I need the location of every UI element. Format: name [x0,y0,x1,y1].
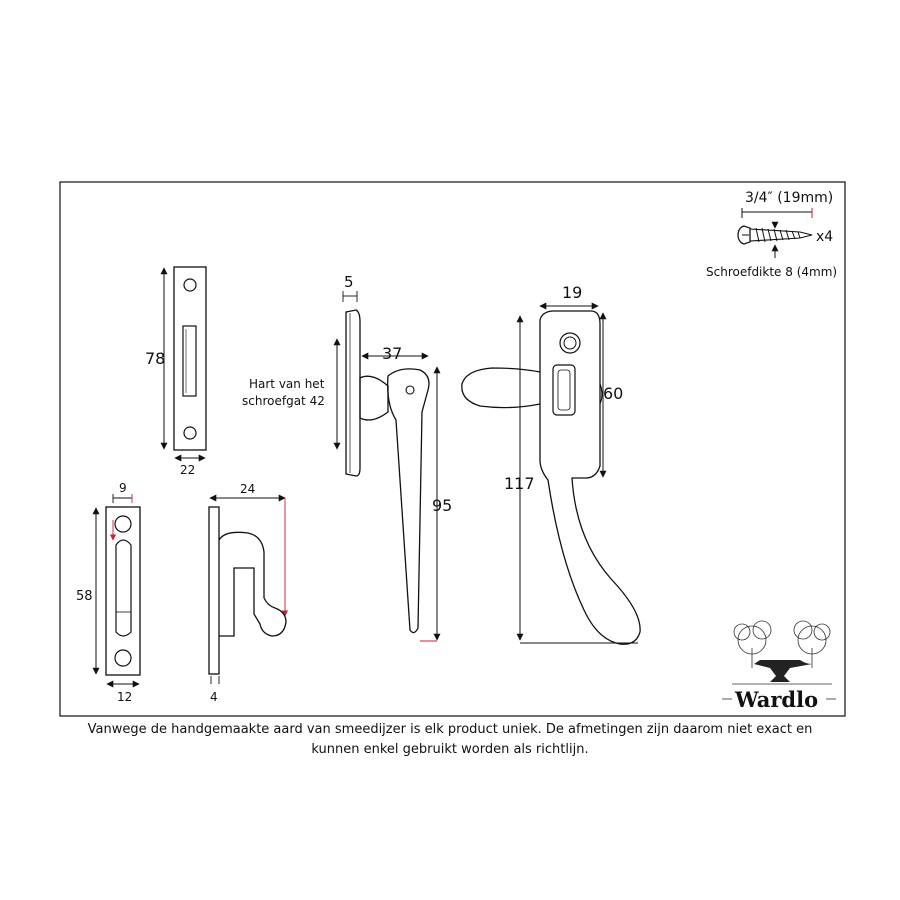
handle-projection-label: 37 [382,344,402,363]
brand-logo: Wardlo [722,620,836,712]
handle-front-figure: 19 60 117 [461,283,641,645]
hook-keep-thickness-label: 4 [210,690,218,704]
screw-hole-label-line1: Hart van het [249,377,325,391]
mortice-plate-figure: 9 58 12 [76,481,141,704]
brand-name: Wardlo [734,687,818,712]
hook-keep-projection-label: 24 [240,482,255,496]
handle-plate-height-label: 60 [603,384,623,403]
handle-width-label: 19 [562,283,582,302]
screw-figure: 3/4″ (19mm) x4 Schroefdikte 8 (4mm) [706,190,837,279]
handle-plate-thickness-label: 5 [344,273,354,291]
handle-side-figure: 5 37 Hart van het schroefgat 42 95 [242,273,452,642]
screw-icon [737,225,751,245]
mortice-plate-width-label: 12 [117,690,132,704]
striker-plate-height-label: 78 [145,349,165,368]
screw-hole-label-line2: schroefgat 42 [242,394,325,408]
hook-keep-figure: 24 4 [208,482,289,704]
screw-quantity-label: x4 [816,229,833,245]
drawing-frame [59,181,846,717]
striker-plate-width-label: 22 [180,463,195,477]
mortice-plate-height-label: 58 [76,589,93,604]
anvil-icon [754,660,812,682]
handle-total-length-label: 117 [504,474,535,493]
disclaimer-line-1: Vanwege de handgemaakte aard van smeedij… [87,722,813,737]
disclaimer-line-2: kunnen enkel gebruikt worden als richtli… [311,742,589,757]
disclaimer: Vanwege de handgemaakte aard van smeedij… [60,720,840,760]
mortice-plate-slot-label: 9 [119,481,127,495]
striker-plate-figure: 78 22 [145,266,207,477]
handle-length-label: 95 [432,496,452,515]
screw-thickness-label: Schroefdikte 8 (4mm) [706,265,837,279]
tree-icon [733,620,831,668]
screw-length-label: 3/4″ (19mm) [745,190,833,206]
